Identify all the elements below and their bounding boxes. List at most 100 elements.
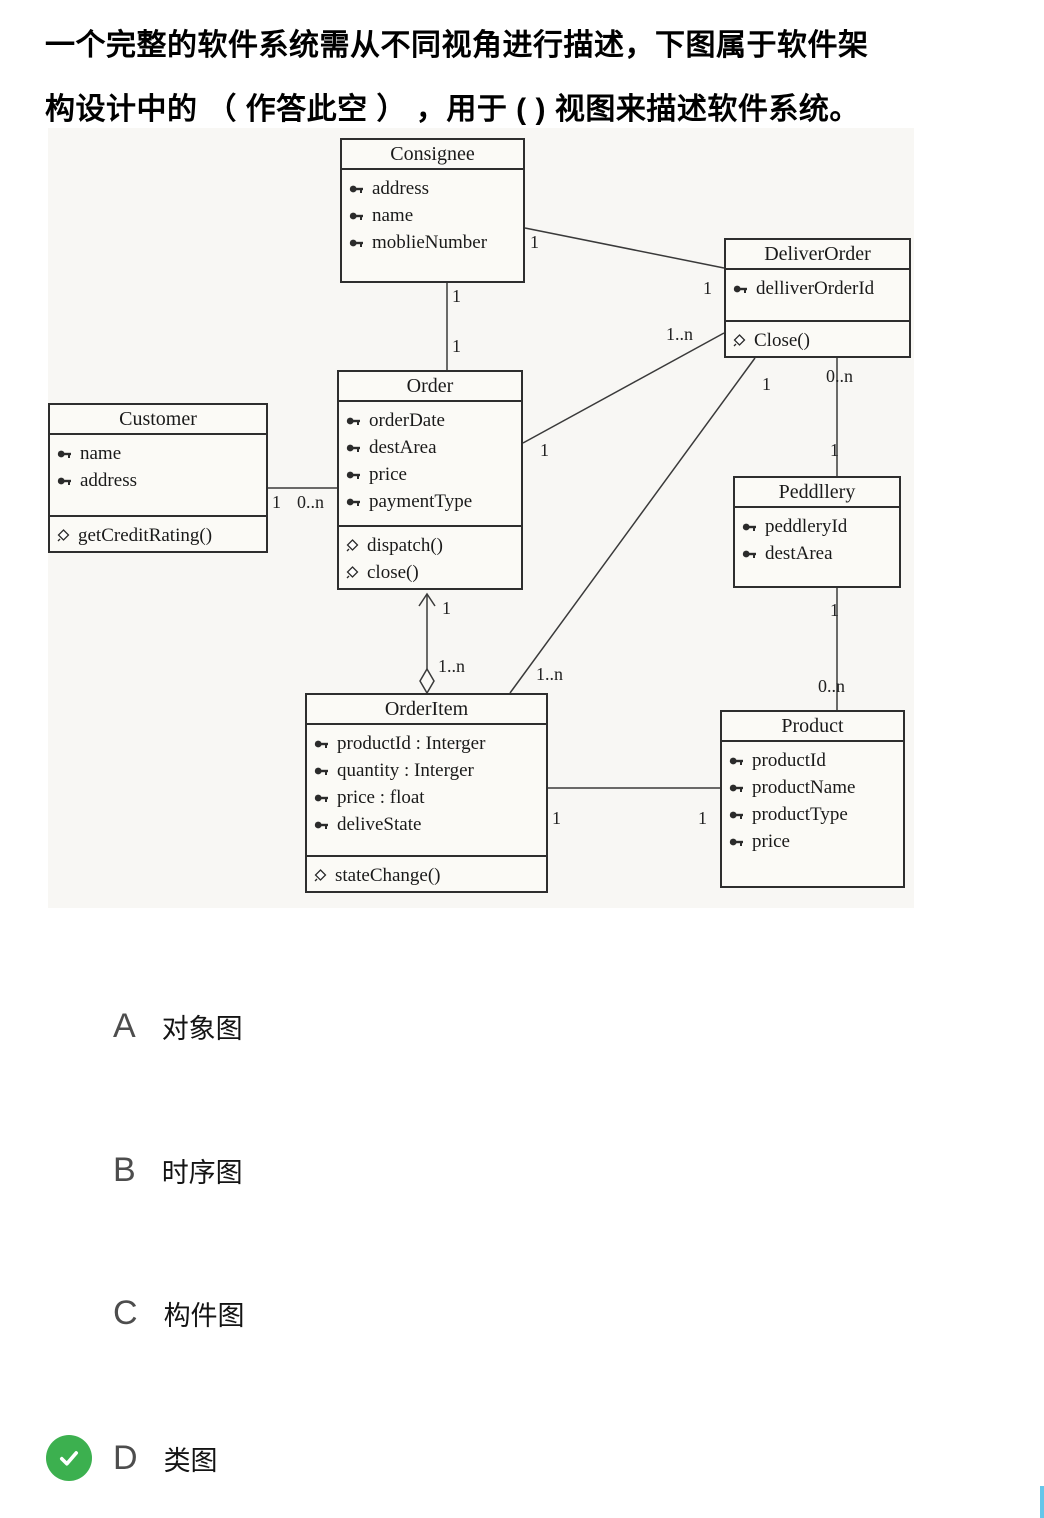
multiplicity-label: 0..n	[826, 366, 853, 386]
operations-compartment: stateChange()	[307, 855, 546, 891]
attributes-compartment: productId : Interger quantity : Interger…	[307, 725, 546, 855]
attributes-compartment: productId productName productType price	[722, 742, 903, 886]
attribute-label: name	[80, 443, 122, 464]
operation-icon	[346, 539, 359, 552]
attribute-label: address	[372, 178, 429, 199]
multiplicity-label: 1	[762, 374, 771, 394]
attribute-icon	[729, 809, 744, 821]
question-line-1: 一个完整的软件系统需从不同视角进行描述，下图属于软件架	[45, 29, 869, 62]
option-label: 对象图	[161, 1013, 243, 1044]
question-line-2: 构设计中的 （ 作答此空 ） ，用于 ( ) 视图来描述软件系统。	[45, 93, 860, 126]
multiplicity-label: 0..n	[818, 676, 845, 696]
class-title: Peddllery	[735, 478, 899, 508]
attributes-compartment: address name moblieNumber	[342, 170, 523, 281]
correct-check-icon	[46, 1435, 92, 1481]
operation-label: stateChange()	[335, 865, 441, 886]
option-letter: A	[113, 1006, 136, 1045]
uml-class-customer: Customer name address getCreditRating()	[48, 403, 268, 553]
attribute-icon	[349, 237, 364, 249]
attribute-icon	[349, 210, 364, 222]
class-title: OrderItem	[307, 695, 546, 725]
multiplicity-label: 1	[530, 232, 539, 252]
multiplicity-label: 1..n	[438, 656, 465, 676]
attribute-icon	[346, 442, 361, 454]
multiplicity-label: 1	[830, 440, 839, 460]
diagram-connector-lines	[268, 227, 838, 789]
uml-class-peddllery: Peddllery peddleryId destArea	[733, 476, 901, 588]
operation-label: dispatch()	[367, 535, 443, 556]
attributes-compartment: peddleryId destArea	[735, 508, 899, 586]
option-label: 类图	[163, 1445, 218, 1476]
attributes-compartment: name address	[50, 435, 266, 515]
attribute-label: address	[80, 470, 137, 491]
attribute-label: productName	[752, 777, 856, 798]
multiplicity-label: 1	[452, 336, 461, 356]
uml-class-product: Product productId productName productTyp…	[720, 710, 905, 888]
operation-icon	[733, 334, 746, 347]
option-letter: D	[113, 1438, 138, 1477]
attribute-label: orderDate	[369, 410, 445, 431]
multiplicity-label: 1	[452, 286, 461, 306]
operation-icon	[314, 869, 327, 882]
attribute-label: productId : Interger	[337, 733, 486, 754]
attribute-label: price	[369, 464, 407, 485]
operations-compartment: getCreditRating()	[50, 515, 266, 551]
attribute-icon	[314, 819, 329, 831]
multiplicity-label: 1..n	[536, 664, 563, 684]
operations-compartment: dispatch() close()	[339, 525, 521, 588]
attribute-label: productType	[752, 804, 848, 825]
class-title: Product	[722, 712, 903, 742]
scrollbar[interactable]	[1040, 1486, 1044, 1518]
attribute-icon	[729, 836, 744, 848]
attribute-icon	[314, 765, 329, 777]
multiplicity-label: 1	[442, 598, 451, 618]
attributes-compartment: orderDate destArea price paymentType	[339, 402, 521, 525]
option-a[interactable]: A 对象图	[46, 1002, 243, 1050]
attribute-icon	[742, 548, 757, 560]
question-text: 一个完整的软件系统需从不同视角进行描述，下图属于软件架 构设计中的 （ 作答此空…	[45, 14, 1010, 142]
attribute-icon	[314, 738, 329, 750]
attribute-label: peddleryId	[765, 516, 848, 537]
attribute-icon	[729, 755, 744, 767]
attribute-icon	[729, 782, 744, 794]
option-label: 构件图	[163, 1300, 245, 1331]
multiplicity-label: 1..n	[666, 324, 693, 344]
uml-class-diagram: Consignee address name moblieNumber Deli…	[48, 128, 914, 908]
operation-icon	[57, 529, 70, 542]
option-b[interactable]: B 时序图	[46, 1146, 243, 1194]
multiplicity-label: 1	[703, 278, 712, 298]
attribute-icon	[346, 415, 361, 427]
option-c[interactable]: C 构件图	[46, 1289, 245, 1337]
attribute-icon	[346, 496, 361, 508]
option-letter: B	[113, 1150, 136, 1189]
class-title: Customer	[50, 405, 266, 435]
option-d[interactable]: D 类图	[46, 1434, 218, 1482]
multiplicity-label: 1	[272, 492, 281, 512]
attribute-label: paymentType	[369, 491, 473, 512]
uml-class-orderitem: OrderItem productId : Interger quantity …	[305, 693, 548, 893]
option-letter: C	[113, 1293, 138, 1332]
uml-class-consignee: Consignee address name moblieNumber	[340, 138, 525, 283]
attribute-icon	[349, 183, 364, 195]
operations-compartment: Close()	[726, 320, 909, 356]
attribute-icon	[57, 475, 72, 487]
attribute-icon	[346, 469, 361, 481]
multiplicity-label: 0..n	[297, 492, 324, 512]
operation-label: Close()	[754, 330, 810, 351]
class-title: DeliverOrder	[726, 240, 909, 270]
operation-label: getCreditRating()	[78, 525, 213, 546]
attribute-label: price : float	[337, 787, 425, 808]
attribute-label: deliveState	[337, 814, 422, 835]
uml-class-deliverorder: DeliverOrder delliverOrderId Close()	[724, 238, 911, 358]
uml-class-order: Order orderDate destArea price paymentTy…	[337, 370, 523, 590]
multiplicity-label: 1	[698, 808, 707, 828]
option-check-slot	[46, 1435, 113, 1481]
attribute-label: delliverOrderId	[756, 278, 875, 299]
class-title: Order	[339, 372, 521, 402]
attribute-label: moblieNumber	[372, 232, 488, 253]
attribute-icon	[314, 792, 329, 804]
multiplicity-label: 1	[540, 440, 549, 460]
attribute-label: name	[372, 205, 414, 226]
attribute-label: destArea	[369, 437, 437, 458]
class-title: Consignee	[342, 140, 523, 170]
